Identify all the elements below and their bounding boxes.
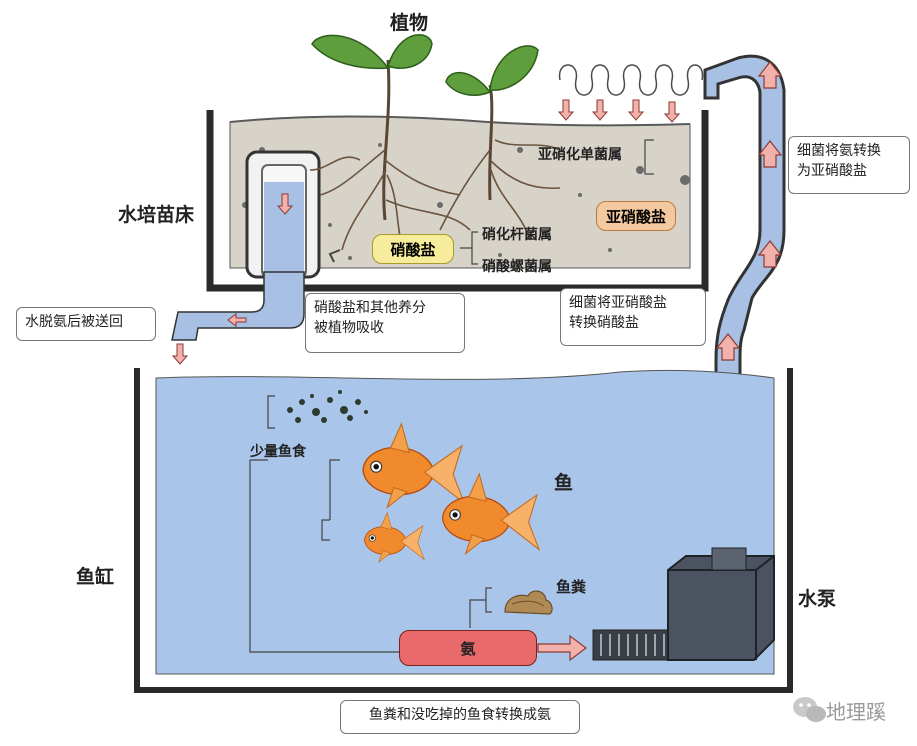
wechat-icon <box>793 697 826 722</box>
absorbed-line-2: 被植物吸收 <box>314 320 384 336</box>
fish-tank-label: 鱼缸 <box>76 566 115 588</box>
waste-to-ammonia-callout: 鱼粪和没吃掉的鱼食转换成氨 <box>340 700 580 734</box>
ammonia-to-nitrite-callout: 细菌将氨转换 为亚硝酸盐 <box>788 136 910 194</box>
nitrobacter-label: 硝化杆菌属 <box>482 227 552 243</box>
nitrosomonas-label: 亚硝化单菌属 <box>538 147 622 163</box>
absorbed-callout: 硝酸盐和其他养分 被植物吸收 <box>305 293 465 353</box>
nitrite-pill: 亚硝酸盐 <box>596 201 676 231</box>
ammonia-to-nitrite-line-2: 为亚硝酸盐 <box>797 163 867 179</box>
nitrospira-label: 硝酸螺菌属 <box>482 259 552 275</box>
absorbed-line-1: 硝酸盐和其他养分 <box>314 300 426 316</box>
fish-waste-label: 鱼粪 <box>556 578 587 596</box>
pump-label: 水泵 <box>798 588 837 610</box>
plants-label: 植物 <box>390 12 429 34</box>
water-returned-callout: 水脱氨后被送回 <box>16 307 156 341</box>
nitrite-to-nitrate-line-2: 转换硝酸盐 <box>569 315 639 331</box>
grow-bed-label: 水培苗床 <box>118 204 195 226</box>
nitrite-to-nitrate-line-1: 细菌将亚硝酸盐 <box>569 295 667 311</box>
bacteria-coils <box>558 64 704 123</box>
ammonia-to-nitrite-line-1: 细菌将氨转换 <box>797 143 881 159</box>
overflow-pipe <box>171 150 321 365</box>
nitrite-to-nitrate-callout: 细菌将亚硝酸盐 转换硝酸盐 <box>560 288 706 346</box>
connector-lines <box>249 139 654 653</box>
water-pump <box>667 547 775 661</box>
nitrate-pill: 硝酸盐 <box>372 234 454 264</box>
pump-intake <box>592 629 676 661</box>
fish-waste-icon <box>504 590 553 615</box>
fish-label: 鱼 <box>554 472 574 494</box>
ammonia-pill: 氨 <box>399 630 537 666</box>
fish-food-label: 少量鱼食 <box>250 444 306 460</box>
plants <box>309 34 561 256</box>
fish-food <box>287 390 368 423</box>
ammonia-arrow <box>537 634 587 662</box>
watermark-label: 地理蹊 <box>826 700 886 724</box>
